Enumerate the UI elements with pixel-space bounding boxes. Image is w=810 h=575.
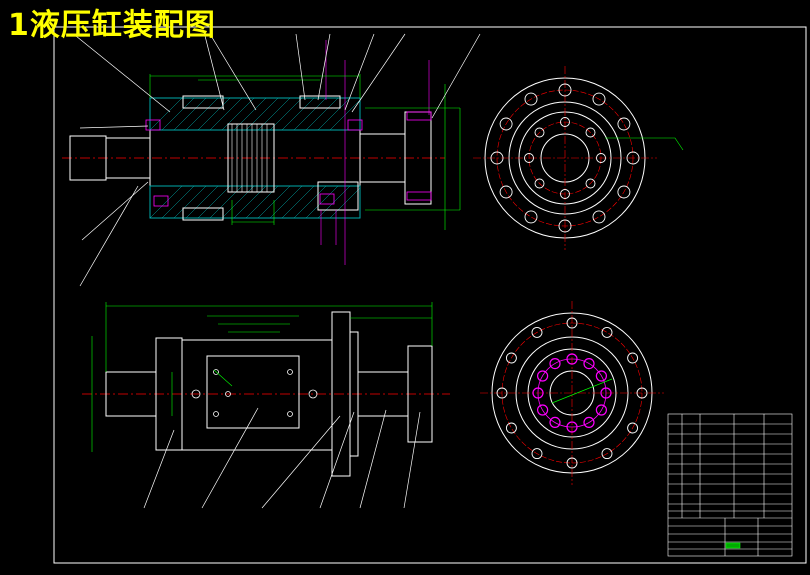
- end-cap-top-left: [182, 95, 224, 109]
- outer-bolt-holes: [490, 83, 640, 233]
- end-view-top: [473, 66, 684, 250]
- bottom-wall-hatched: [149, 185, 361, 219]
- end-view-bottom: [480, 301, 664, 485]
- end-cap-top-right: [299, 95, 341, 109]
- top-wall-hatched: [149, 97, 361, 131]
- bolts: [145, 40, 432, 265]
- inner-bolt-holes: [524, 117, 606, 199]
- magenta-bolt-holes: [532, 353, 612, 433]
- section-dimensions: [149, 74, 461, 230]
- elevation-view: [82, 302, 450, 509]
- section-leaders: [75, 31, 481, 287]
- drawing-border: [53, 26, 807, 564]
- end-cap-bottom-left: [182, 207, 224, 221]
- end-cap-bottom-right: [317, 181, 359, 211]
- elevation-leaders: [143, 407, 421, 509]
- drawing-title: 1液压缸装配图: [8, 8, 216, 43]
- title-block: [667, 413, 793, 557]
- piston-rings: [227, 123, 275, 193]
- section-view: [62, 31, 481, 287]
- elevation-dimensions: [91, 302, 433, 452]
- outer-holes-bottom: [496, 317, 648, 469]
